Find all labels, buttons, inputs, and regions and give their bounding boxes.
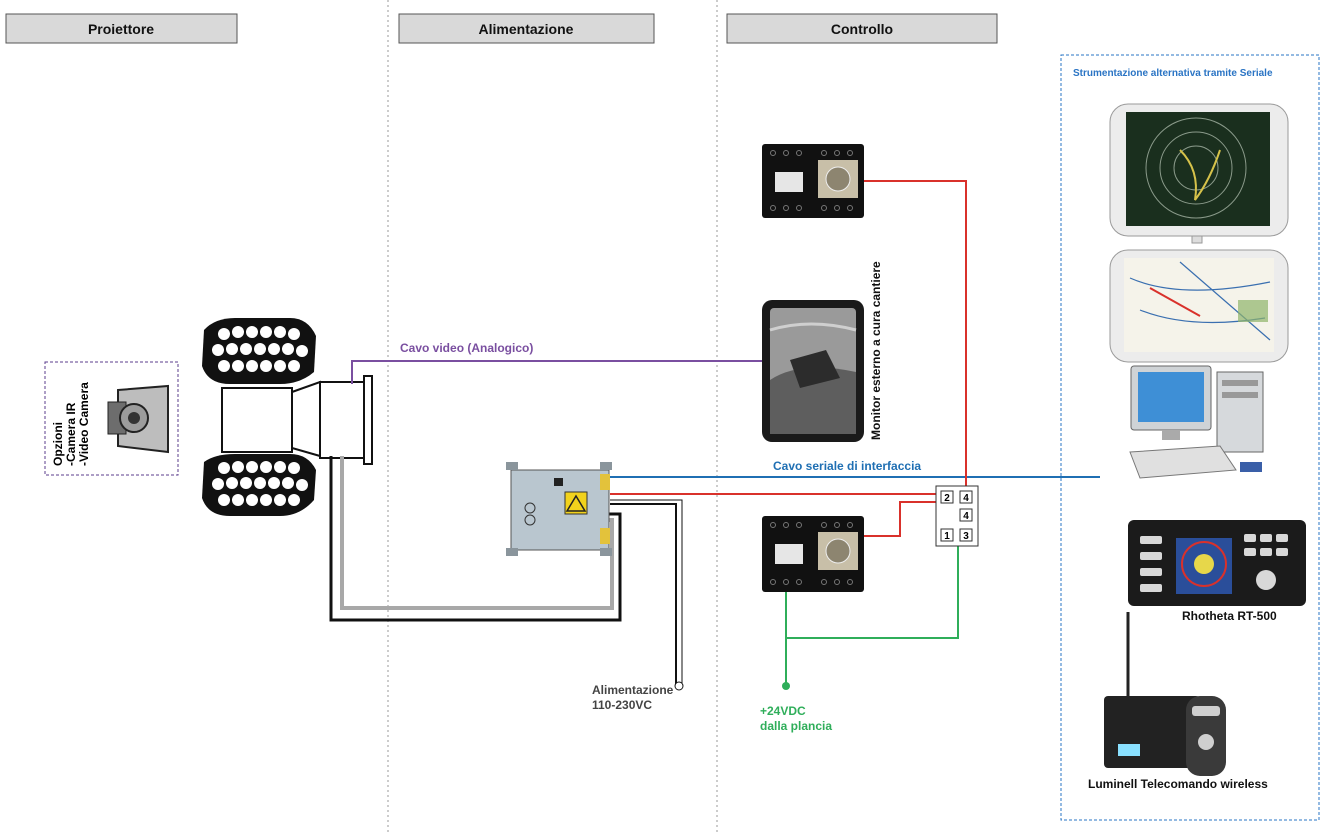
mains-cable: Alimentazione 110-230VC: [592, 499, 684, 712]
alt-instrument-panel: Strumentazione alternativa tramite Seria…: [1060, 54, 1320, 821]
chart-plotter-icon: [1109, 249, 1289, 363]
power-supply-box: [506, 462, 612, 556]
options-line2: -Video Camera: [77, 382, 91, 466]
control-panel-bottom-icon: [762, 516, 864, 592]
header-control: Controllo: [726, 13, 998, 44]
junction-port-5: 3: [963, 531, 969, 542]
options-title: Opzioni: [51, 422, 65, 466]
rhotheta-label: Rhotheta RT-500: [1182, 609, 1277, 623]
dc-cable: +24VDC dalla plancia: [760, 543, 959, 733]
junction-box: 2 4 4 1 3: [935, 485, 979, 547]
control-panel-top-icon: [762, 144, 864, 218]
power-supply-line2: 110-230VC: [592, 698, 652, 712]
serial-cable-label: Cavo seriale di interfaccia: [773, 459, 921, 473]
rhotheta-rt500-icon: Rhotheta RT-500: [1128, 520, 1306, 623]
power-supply-line1: Alimentazione: [592, 683, 674, 697]
monitor-label: Monitor esterno a cura cantiere: [869, 261, 883, 440]
column-dividers: [387, 0, 718, 834]
junction-port-1: 2: [944, 493, 950, 504]
header-projector-label: Proiettore: [88, 21, 154, 37]
header-power-label: Alimentazione: [479, 21, 574, 37]
radar-icon: [1109, 103, 1289, 244]
junction-port-2: 4: [963, 493, 969, 504]
junction-port-4: 1: [944, 531, 950, 542]
header-power: Alimentazione: [398, 13, 655, 44]
junction-port-3: 4: [963, 511, 969, 522]
luminell-remote-icon: Luminell Telecomando wireless: [1088, 612, 1268, 791]
dc-supply-line1: +24VDC: [760, 704, 806, 718]
alt-panel-title: Strumentazione alternativa tramite Seria…: [1073, 68, 1273, 79]
computer-icon: [1129, 365, 1264, 479]
luminell-label: Luminell Telecomando wireless: [1088, 777, 1268, 791]
searchlight-icon: [202, 318, 373, 516]
header-control-label: Controllo: [831, 21, 893, 37]
video-cable: Cavo video (Analogico): [351, 341, 762, 384]
camera-icon: [107, 384, 169, 454]
video-cable-label: Cavo video (Analogico): [400, 341, 533, 355]
options-line1: -Camera IR: [64, 402, 78, 466]
external-monitor-icon: [762, 300, 864, 442]
options-box: Opzioni -Camera IR -Video Camera: [44, 361, 179, 476]
header-projector: Proiettore: [5, 13, 238, 44]
serial-cable: Cavo seriale di interfaccia: [610, 459, 1100, 478]
dc-supply-line2: dalla plancia: [760, 719, 832, 733]
